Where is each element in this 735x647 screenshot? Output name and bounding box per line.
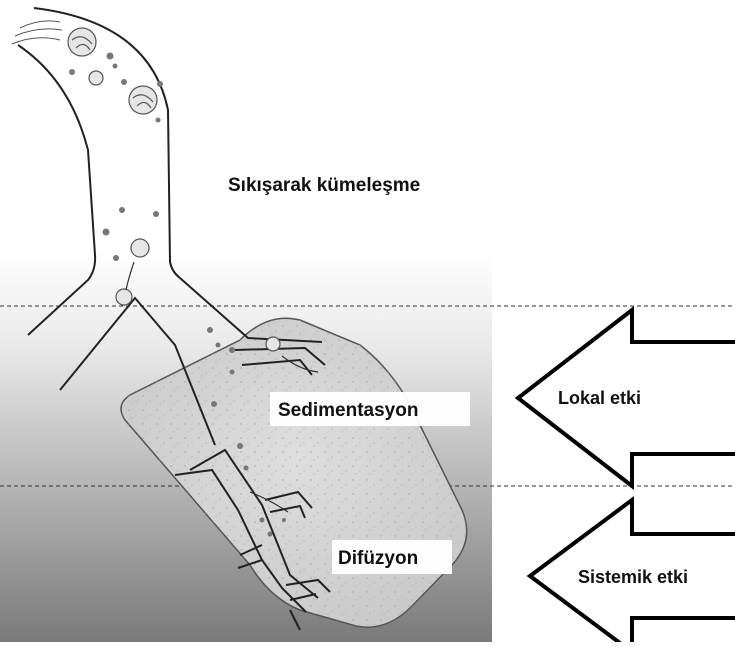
label-systemic-effect: Sistemik etki bbox=[578, 567, 688, 587]
label-diffusion: Difüzyon bbox=[338, 548, 418, 569]
airflow-lines bbox=[12, 21, 62, 44]
label-local-effect: Lokal etki bbox=[558, 388, 641, 408]
label-sedimentation: Sedimentasyon bbox=[278, 400, 418, 421]
label-impaction: Sıkışarak kümeleşme bbox=[228, 175, 420, 196]
